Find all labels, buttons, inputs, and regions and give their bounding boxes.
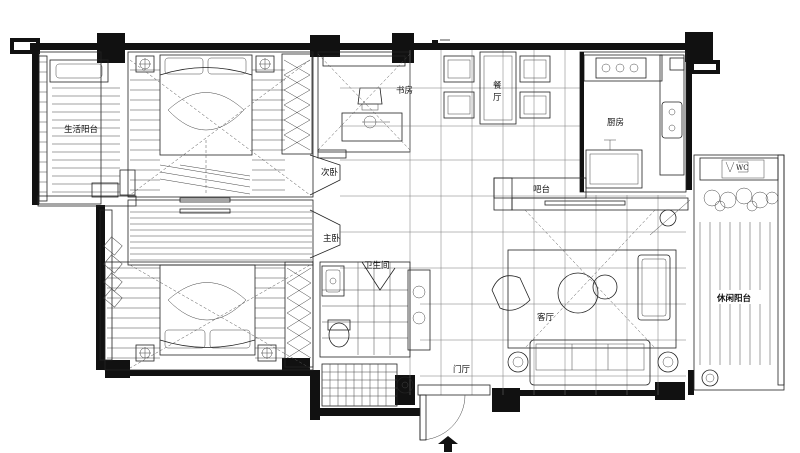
- room-label-bar: 吧台: [533, 184, 550, 195]
- bar-counter: [493, 177, 689, 211]
- room-label-living-balcony: 生活阳台: [64, 124, 98, 135]
- main-floor-grid: [340, 50, 686, 395]
- room-label-bathroom: 卫生间: [364, 260, 390, 271]
- second-bedroom: [127, 51, 314, 203]
- room-label-dining-2: 厅: [493, 93, 502, 103]
- living-balcony: [37, 51, 137, 207]
- room-label-kitchen: 厨房: [607, 117, 624, 128]
- label-wc: WC: [736, 164, 749, 172]
- master-bedroom: [99, 208, 314, 371]
- room-label-second-bedroom: 次卧: [321, 167, 339, 178]
- room-label-foyer: 门厅: [453, 364, 471, 375]
- room-label-master-bedroom: 主卧: [323, 233, 341, 244]
- leisure-balcony: [693, 154, 785, 391]
- bathroom: [319, 261, 431, 407]
- room-label-living-room: 客厅: [537, 312, 555, 323]
- room-label-dining-1: 餐: [493, 81, 502, 91]
- entry-door: [417, 384, 491, 452]
- misc-fixtures: [317, 39, 450, 159]
- room-label-study: 书房: [396, 85, 413, 96]
- study: [317, 51, 411, 153]
- exterior-walls: [10, 32, 720, 420]
- dining-table-set: [443, 51, 551, 125]
- living-room: [491, 199, 691, 386]
- corridor: [127, 154, 341, 266]
- kitchen: [579, 51, 687, 193]
- room-label-leisure-balcony: 休闲阳台: [716, 293, 752, 304]
